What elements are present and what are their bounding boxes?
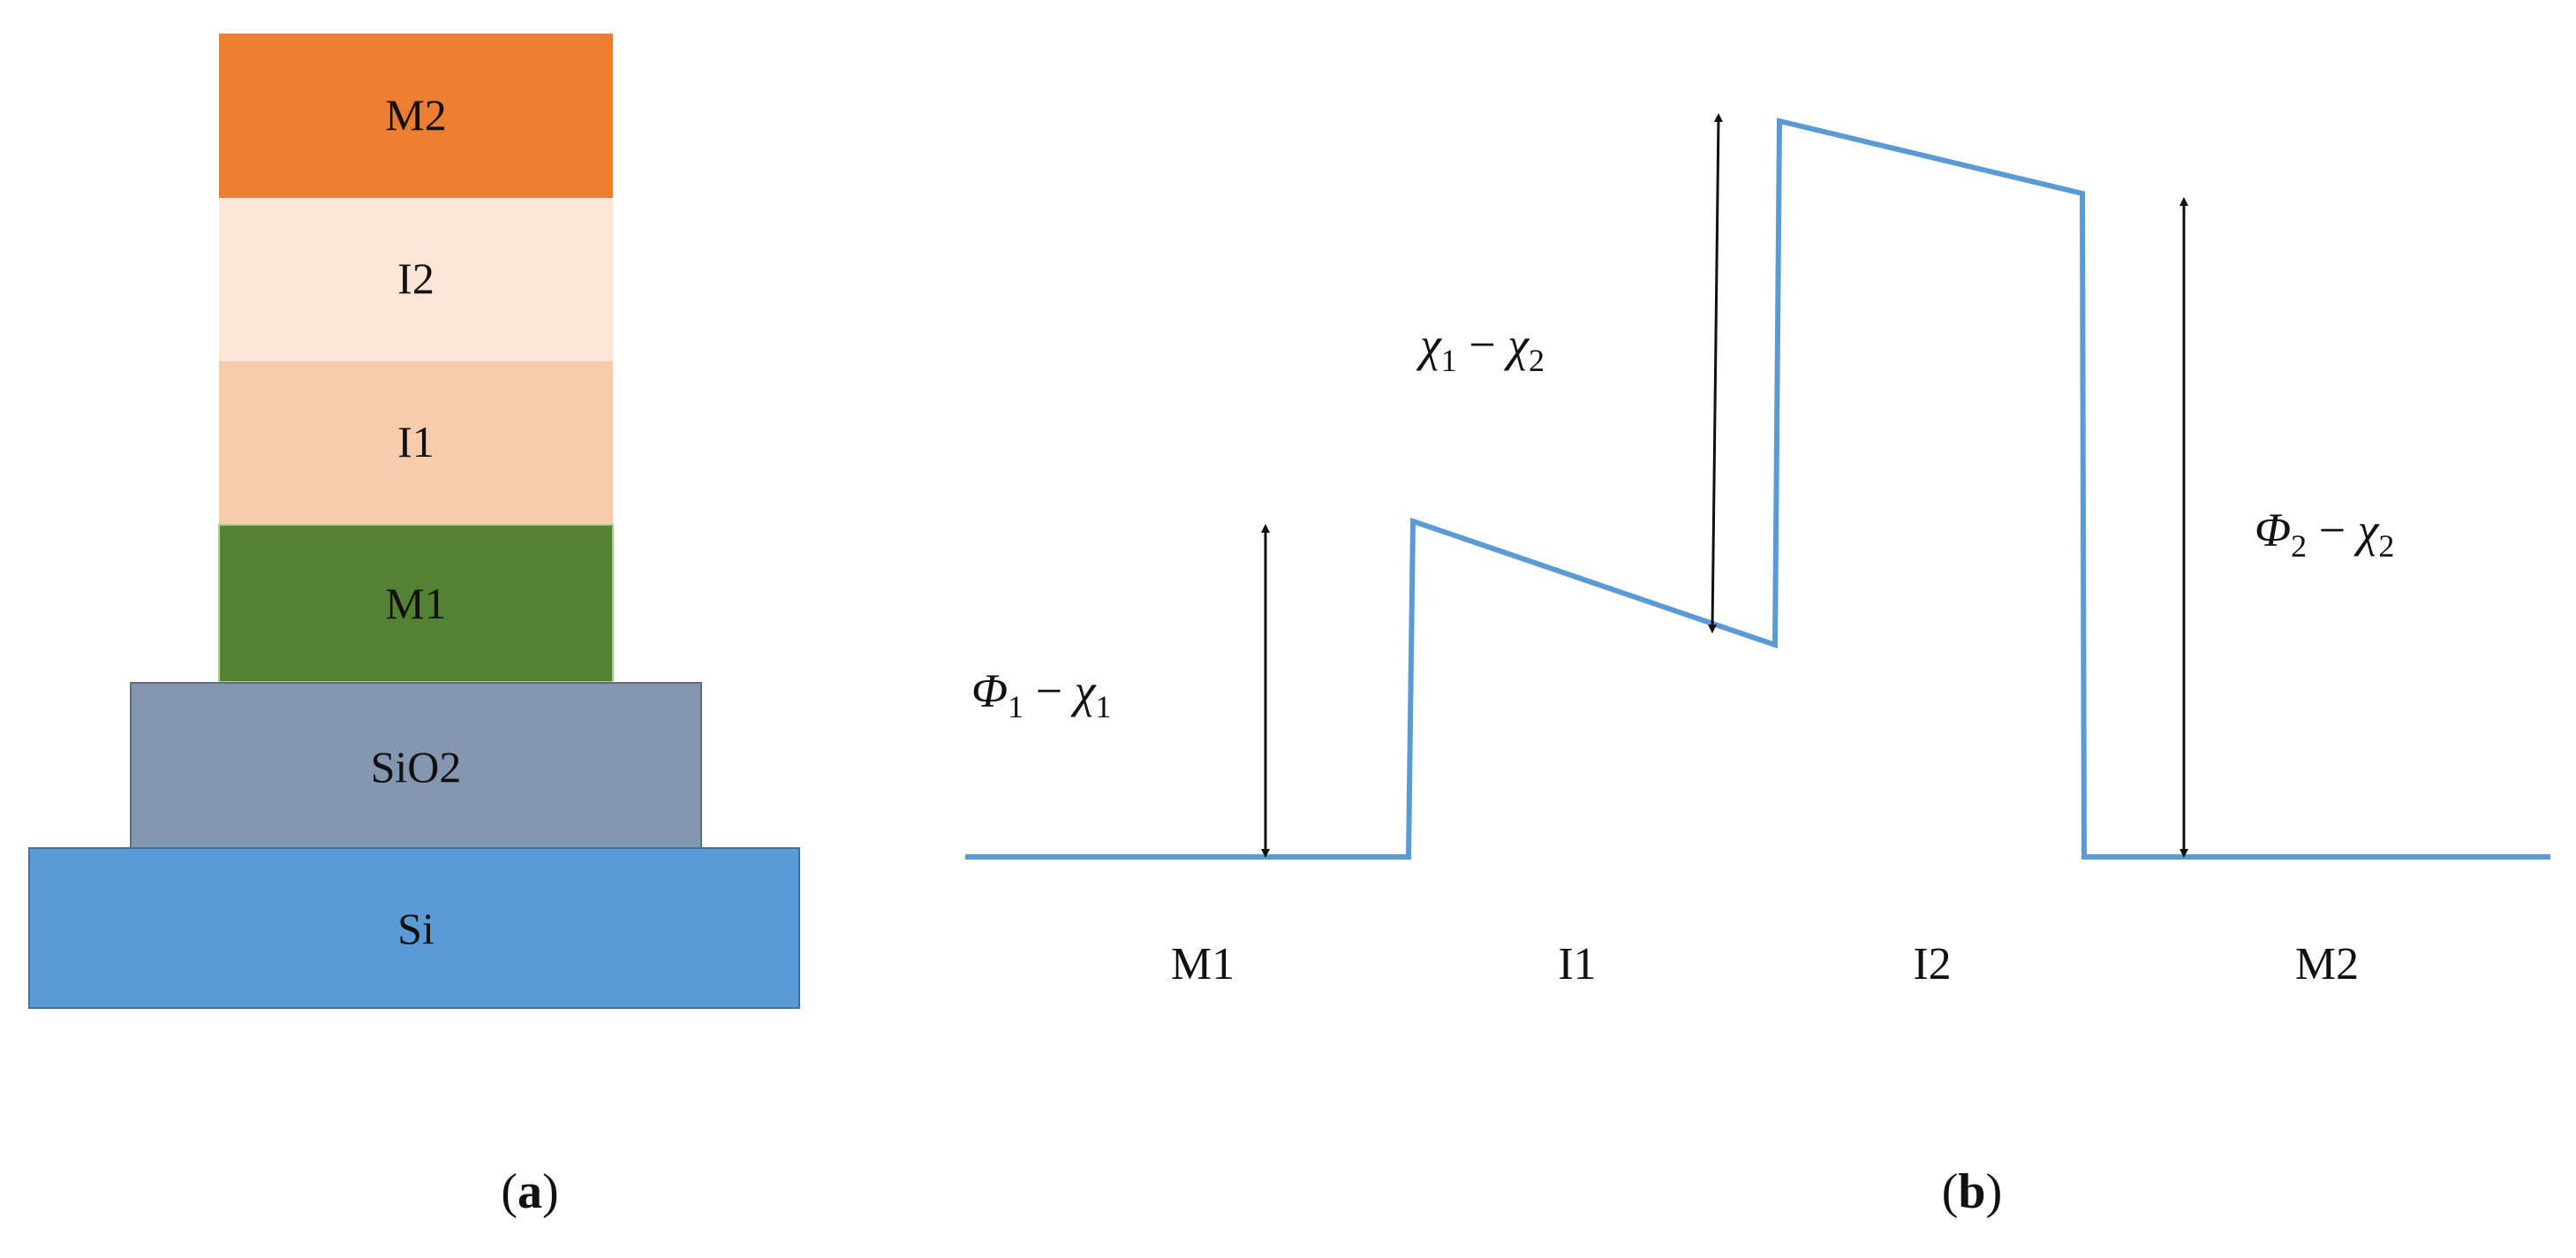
region-m2-label: M2 (2295, 939, 2359, 989)
layer-i1 (219, 361, 613, 525)
band-diagram-panel: Φ1 − χ1 χ1 − χ2 Φ2 − χ2 M1 I1 I2 M2 (b) (965, 113, 2550, 1219)
layer-m2 (219, 34, 613, 198)
layer-i2-label: I2 (397, 254, 434, 303)
phi2-chi2-label: Φ2 − χ2 (2255, 504, 2394, 564)
layer-m1 (218, 524, 614, 683)
phi1-chi1-label: Φ1 − χ1 (971, 664, 1111, 724)
layer-si (28, 847, 800, 1009)
layer-m1-label: M1 (385, 579, 446, 628)
layer-stack-panel: M2 I2 I1 M1 SiO2 Si (a) (28, 34, 800, 1219)
layer-m2-label: M2 (385, 90, 446, 140)
region-m1-label: M1 (1171, 939, 1235, 989)
region-i2-label: I2 (1913, 939, 1951, 989)
chi1-chi2-label: χ1 − χ2 (1416, 318, 1545, 378)
energy-band-line (965, 117, 2550, 860)
layer-i2 (219, 198, 613, 361)
layer-si-label: Si (397, 904, 434, 953)
layer-i1-label: I1 (397, 417, 434, 466)
chi1-chi2-arrow (1708, 113, 1723, 633)
panel-a-caption: (a) (501, 1164, 558, 1219)
panel-b-caption: (b) (1942, 1164, 2002, 1219)
layer-sio2-label: SiO2 (371, 742, 462, 792)
region-i1-label: I1 (1558, 939, 1596, 989)
